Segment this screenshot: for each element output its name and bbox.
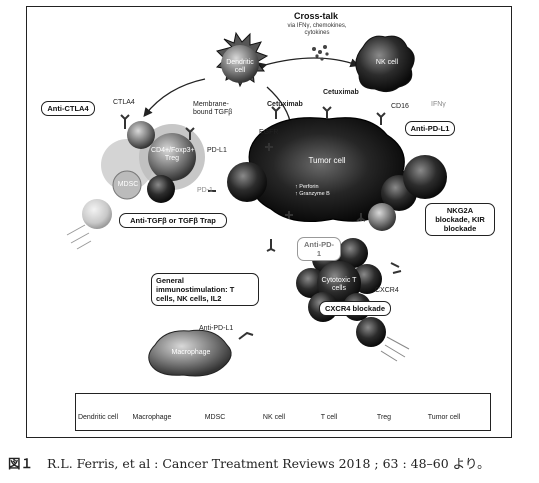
anti-ctla4-box: Anti-CTLA4: [41, 101, 95, 116]
cetuximab-left-label: Cetuximab: [267, 101, 303, 108]
cxcr4-blockade-box: CXCR4 blockade: [319, 301, 391, 316]
macrophage-cell: [148, 329, 232, 377]
tumor-cell-label: Tumor cell: [308, 156, 346, 165]
perforin-label: ↑ Perforin: [295, 184, 319, 190]
general-immunostimulation-box: General immunostimulation: T cells, NK c…: [151, 273, 259, 306]
legend-label-tumor: Tumor cell: [427, 414, 461, 421]
migrating-t-cell: [66, 199, 112, 250]
nkg2a-blockade-box: NKG2A blockade, KIR blockade: [425, 203, 495, 236]
macrophage-label: Macrophage: [171, 349, 211, 356]
cxcr4-label: CXCR4: [375, 287, 399, 294]
anti-pdl1-box: Anti-PD-L1: [405, 121, 455, 136]
pdl1-left-label: PD-L1: [207, 147, 227, 154]
anti-pd1-box: Anti-PD-1: [297, 237, 341, 261]
mdsc-label: MDSC: [117, 181, 139, 188]
macrophage-pdl1-label: Anti-PD-L1: [199, 325, 234, 332]
legend-label-mdsc: MDSC: [204, 414, 226, 421]
receptor-markers: [120, 106, 402, 340]
figure-caption: 図１ R.L. Ferris, et al : Cancer Treatment …: [8, 453, 538, 473]
figure-frame: Cross-talk via IFNγ, chemokines, cytokin…: [26, 6, 512, 438]
diagram-canvas: [66, 31, 458, 419]
legend-label-macrophage: Macrophage: [132, 414, 172, 421]
cd16-label: CD16: [391, 103, 409, 110]
ifng-label: IFNγ: [431, 101, 446, 108]
dendritic-cell-label: Dendritic cell: [226, 59, 254, 74]
legend-label-dendritic: Dendritic cell: [77, 414, 119, 421]
figure-number: 図１: [8, 456, 34, 471]
chemokine-dots: [312, 45, 329, 61]
legend-box: Dendritic cell Macrophage MDSC NK cell T…: [75, 393, 491, 431]
cytotoxic-t-cells-label: Cytotoxic T cells: [321, 277, 357, 292]
crosstalk-title: Cross-talk: [293, 11, 338, 21]
attacking-t-cells: [227, 155, 447, 231]
ctla4-label: CTLA4: [113, 99, 135, 106]
dc-to-treg-arrow: [143, 78, 206, 118]
treg-label: CD4+/Foxp3+ Treg: [151, 147, 195, 162]
departing-t-cell: [356, 317, 410, 362]
legend-label-treg: Treg: [376, 414, 392, 421]
pd1-left-label: PD-1: [197, 187, 213, 194]
granzyme-label: ↑ Granzyme B: [295, 191, 330, 197]
egfr-label: EGFR: [259, 129, 279, 136]
membrane-tgfb-label: Membrane-bound TGFβ: [193, 101, 233, 116]
legend-label-nk: NK cell: [262, 414, 286, 421]
cetuximab-right-label: Cetuximab: [323, 89, 359, 96]
nk-cell-label: NK cell: [375, 59, 399, 66]
anti-tgfb-box: Anti-TGFβ or TGFβ Trap: [119, 213, 227, 228]
caption-text: R.L. Ferris, et al : Cancer Treatment Re…: [47, 456, 490, 471]
legend-label-tcell: T cell: [320, 414, 338, 421]
crosstalk-arrow: [257, 57, 360, 72]
treg-cluster: [101, 121, 205, 203]
crosstalk-subtitle: via IFNγ, chemokines, cytokines: [287, 23, 347, 36]
nk-cell: [355, 35, 415, 93]
dendritic-cell: [215, 31, 269, 88]
